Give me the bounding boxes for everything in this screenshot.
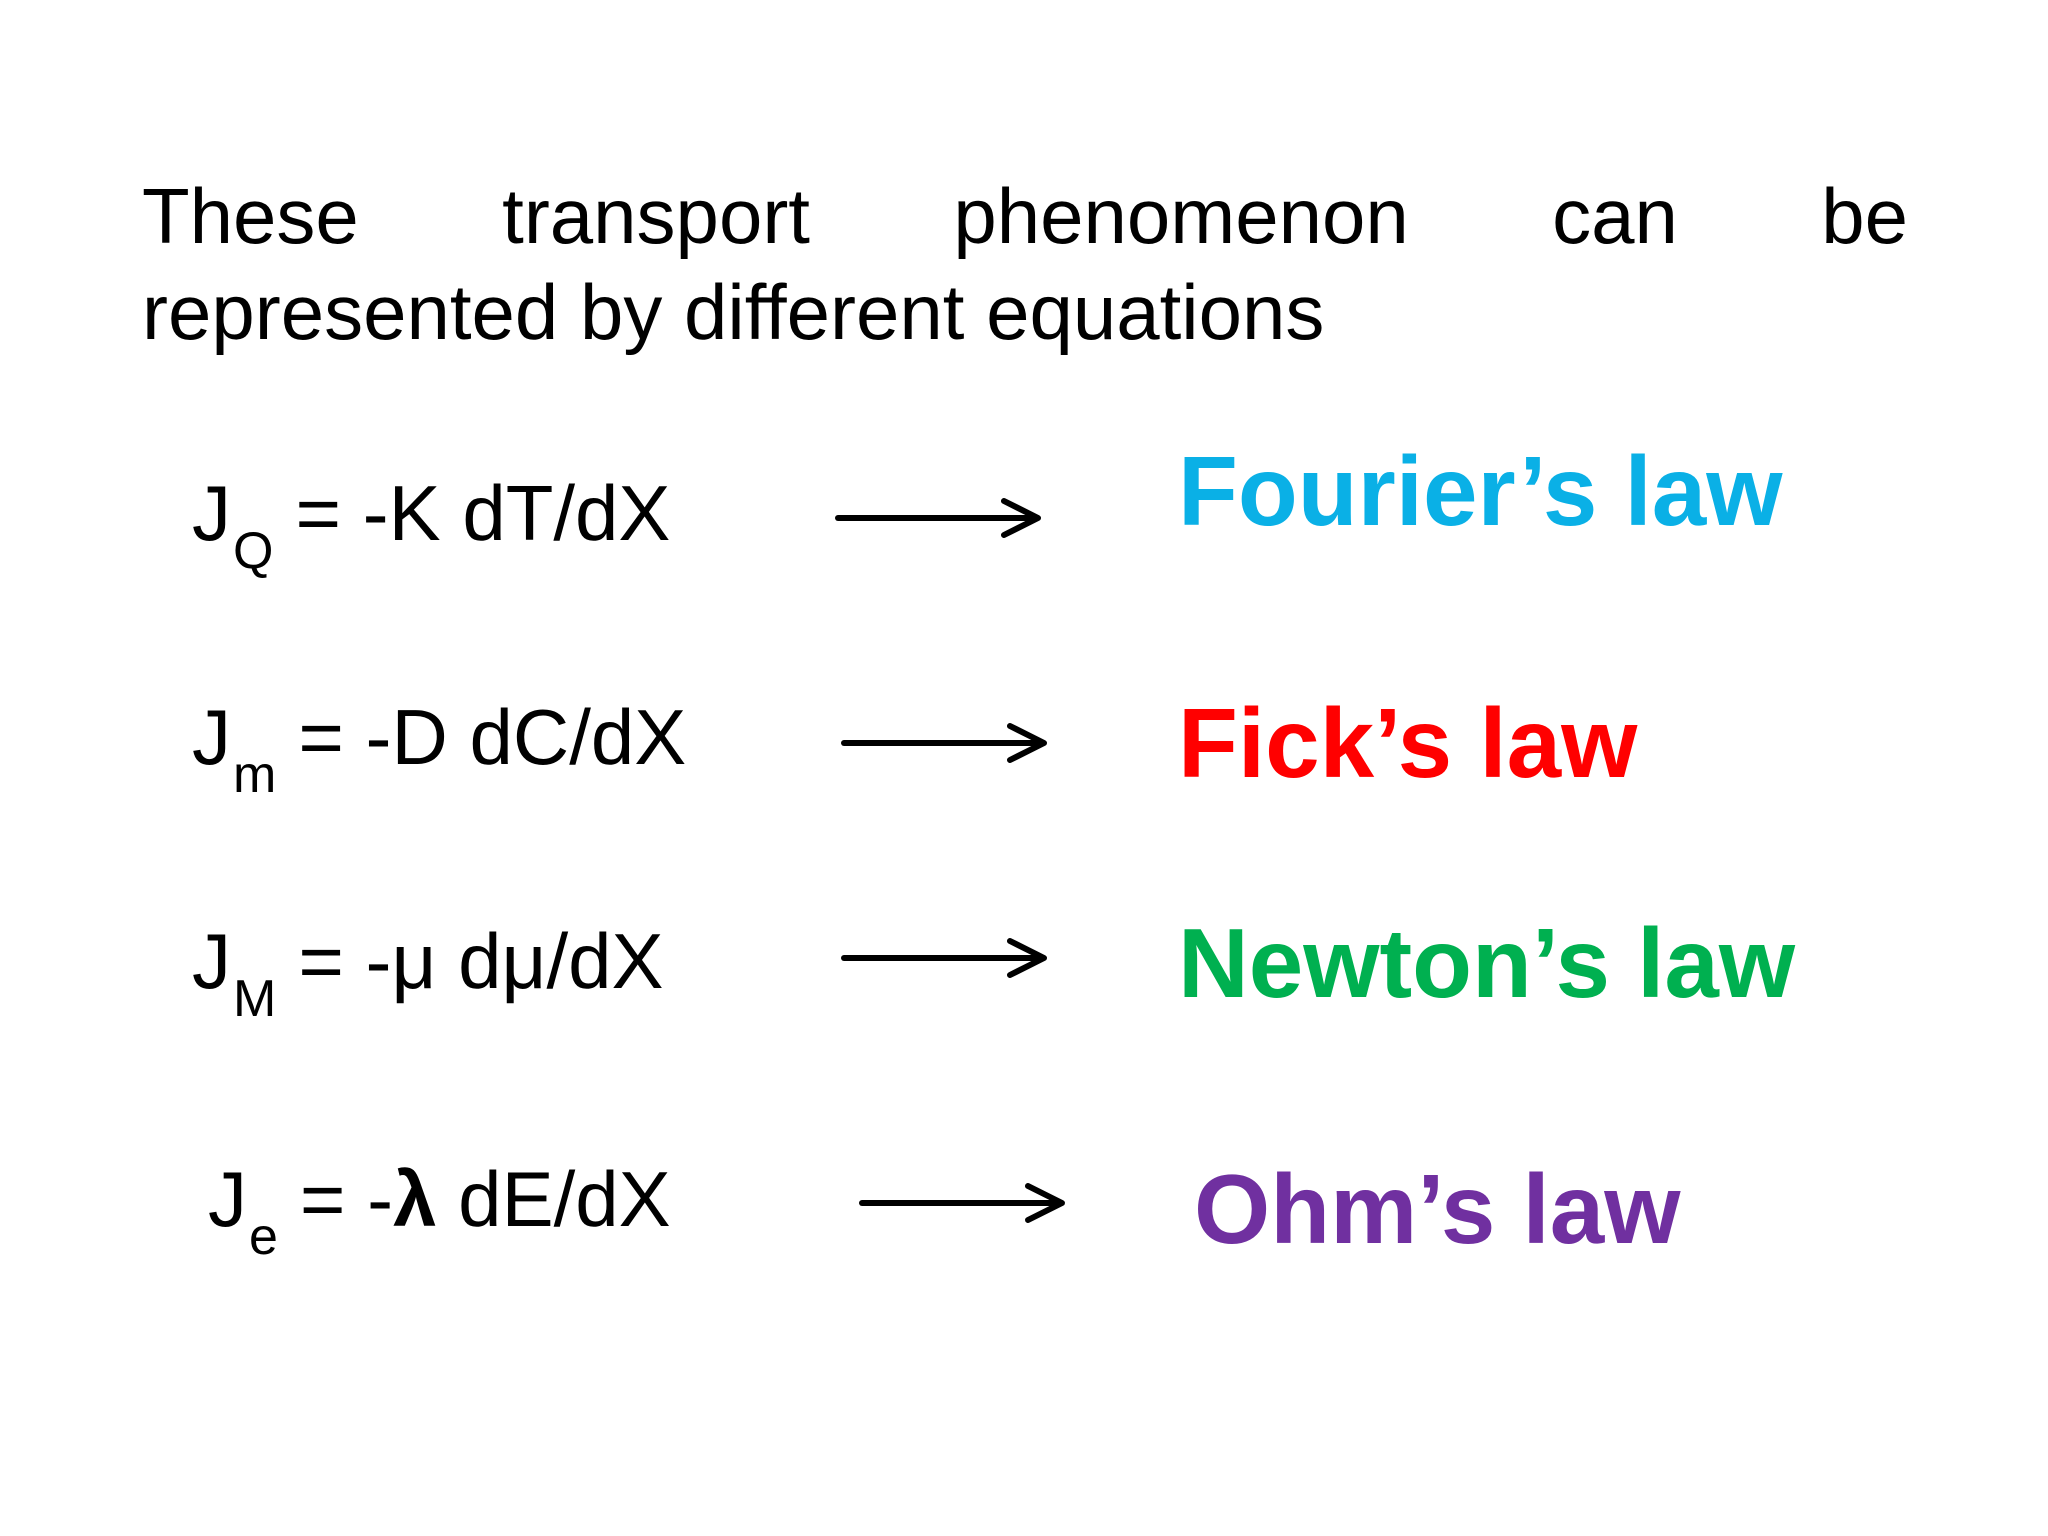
right-arrow-icon (859, 1183, 1065, 1223)
intro-word: be (1821, 172, 1908, 260)
intro-text-line-1: These transport phenomenon can be (142, 168, 1908, 264)
equation-rhs: = -μ dμ/dX (298, 917, 664, 1005)
flux-symbol: J (192, 469, 231, 557)
flux-subscript: Q (233, 522, 274, 580)
equation-rhs: = -K dT/dX (295, 469, 671, 557)
right-arrow-icon (841, 723, 1047, 763)
equation-rhs: = -λ dE/dX (300, 1155, 671, 1243)
equation-charge-flux: Je = -λ dE/dX (208, 1154, 671, 1266)
law-name-newton: Newton’s law (1178, 908, 1796, 1018)
flux-symbol: J (208, 1155, 247, 1243)
intro-word: phenomenon (953, 172, 1409, 260)
flux-symbol: J (192, 917, 231, 1005)
equation-mass-flux: Jm = -D dC/dX (192, 692, 687, 804)
right-arrow-icon (835, 498, 1041, 538)
equation-rhs-start: = - (299, 1155, 394, 1243)
intro-word: transport (502, 172, 810, 260)
equation-rhs: = -D dC/dX (298, 693, 687, 781)
law-name-ohm: Ohm’s law (1194, 1154, 1681, 1264)
intro-text-line-2: represented by different equations (142, 268, 1325, 356)
flux-subscript: m (233, 746, 277, 804)
flux-symbol: J (192, 693, 231, 781)
equation-heat-flux: JQ = -K dT/dX (192, 468, 671, 580)
intro-word: can (1552, 172, 1678, 260)
equation-momentum-flux: JM = -μ dμ/dX (192, 916, 664, 1028)
intro-word: These (142, 172, 359, 260)
flux-subscript: M (233, 970, 277, 1028)
law-name-fick: Fick’s law (1178, 688, 1638, 798)
right-arrow-icon (841, 938, 1047, 978)
law-name-fourier: Fourier’s law (1178, 436, 1783, 546)
flux-subscript: e (249, 1208, 278, 1266)
equation-rhs-end: dE/dX (436, 1155, 671, 1243)
lambda-symbol: λ (393, 1155, 437, 1243)
